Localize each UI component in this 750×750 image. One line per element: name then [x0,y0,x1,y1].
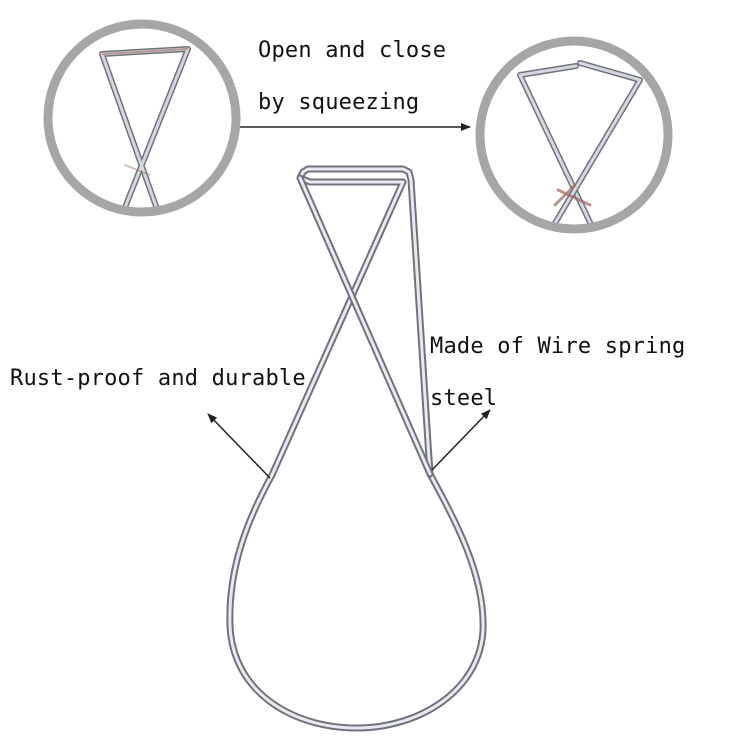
rust-caption: Rust-proof and durable [10,366,306,391]
material-caption-line2: steel [430,386,498,411]
clip-closed-detail-icon [43,19,241,217]
rust-arrow [207,413,271,479]
ceiling-hanger-clip-icon [226,165,487,732]
squeeze-caption-line1: Open and close [258,38,447,63]
material-caption-line1: Made of Wire spring [430,334,686,359]
material-arrow [431,409,491,471]
squeeze-caption-line2: by squeezing [258,90,420,115]
clip-open-detail-icon [475,36,673,234]
